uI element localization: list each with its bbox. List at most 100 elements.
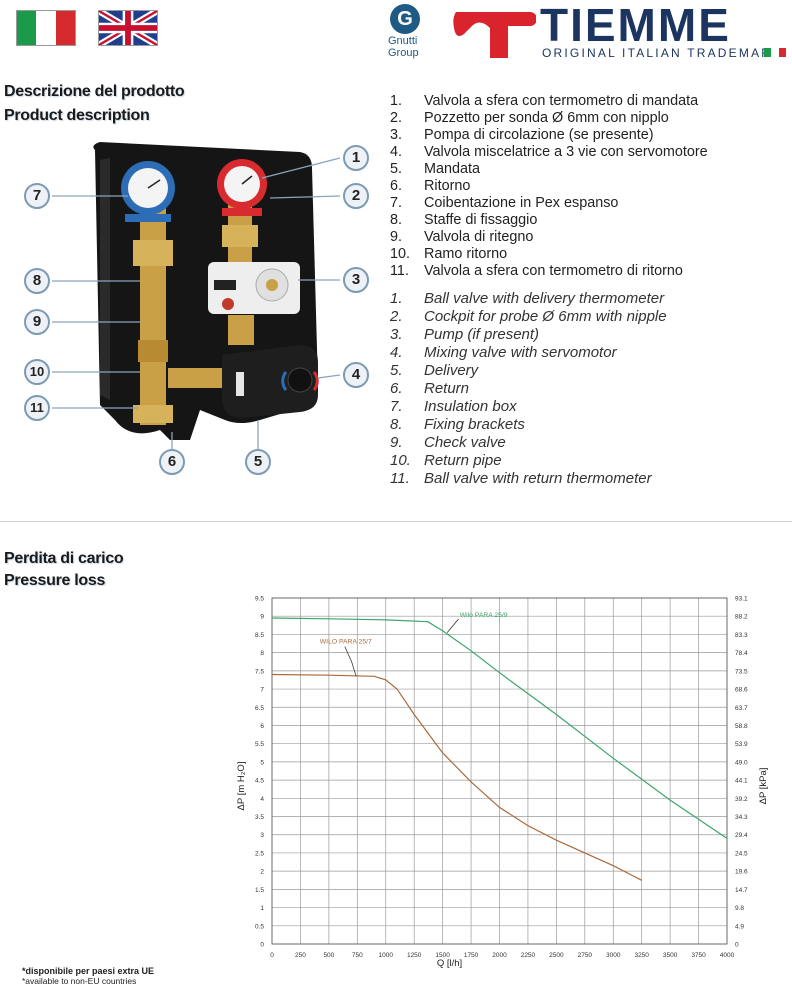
y-tick-label: 8.5 [255, 632, 264, 639]
list-item: 1. Valvola a sfera con termometro di mand… [390, 93, 708, 110]
callout-9: 9 [24, 309, 50, 335]
list-item-number: 6. [390, 380, 403, 397]
list-item-number: 9. [390, 434, 403, 451]
list-item-number: 3. [390, 127, 403, 143]
x-tick-label: 750 [352, 952, 363, 959]
product-list-it: 1. Valvola a sfera con termometro di mand… [390, 93, 708, 280]
series-line-1 [271, 673, 642, 881]
y-tick-label: 5 [260, 759, 264, 766]
y-tick-label-right: 49.0 [735, 759, 748, 766]
list-item: 5.Delivery [390, 362, 667, 380]
list-item-text: Pompa di circolazione (se presente) [424, 127, 654, 143]
x-tick-label: 3250 [634, 952, 649, 959]
list-item-number: 3. [390, 326, 403, 343]
x-tick-label: 0 [270, 952, 274, 959]
list-item-number: 7. [390, 195, 403, 211]
callout-5: 5 [245, 449, 271, 475]
y-tick-label: 4.5 [255, 778, 264, 785]
series-label-leader-1 [344, 646, 357, 677]
list-item-text: Pozzetto per sonda Ø 6mm con nipplo [424, 110, 669, 126]
list-item-text: Return pipe [424, 452, 502, 469]
y-tick-label: 9.5 [255, 596, 264, 603]
series-label-wilo-25-9: Wilo PARA 25/9 [460, 612, 508, 619]
list-item-text: Valvola a sfera con termometro di mandat… [424, 93, 699, 109]
x-tick-label: 2250 [521, 952, 536, 959]
uk-flag-icon[interactable] [98, 10, 158, 46]
y-tick-label: 1.5 [255, 887, 264, 894]
y-tick-label-right: 14.7 [735, 887, 748, 894]
x-tick-label: 2500 [549, 952, 564, 959]
x-axis-label: Q [l/h] [437, 958, 462, 969]
mini-italian-flag-icon [764, 48, 786, 57]
list-item: 6. Return [390, 380, 667, 398]
y-tick-label-right: 88.2 [735, 614, 748, 621]
list-item-number: 8. [390, 212, 403, 228]
list-item: 7.Insulation box [390, 398, 667, 416]
y-tick-label: 9 [260, 614, 264, 621]
list-item-number: 6. [390, 178, 403, 194]
list-item-number: 9. [390, 229, 403, 245]
list-item-number: 1. [390, 93, 403, 109]
list-item-number: 11. [390, 470, 410, 487]
list-item: 10.Ramo ritorno [390, 246, 708, 263]
y-tick-label: 6.5 [255, 705, 264, 712]
list-item-text: Staffe di fissaggio [424, 212, 538, 228]
x-tick-label: 500 [323, 952, 334, 959]
series-line-0 [271, 617, 728, 839]
list-item: 11.Valvola a sfera con termometro di rit… [390, 263, 708, 280]
y-tick-label-right: 9.8 [735, 905, 744, 912]
callout-1: 1 [343, 145, 369, 171]
list-item: 6.Ritorno [390, 178, 708, 195]
italian-flag-icon[interactable] [16, 10, 76, 46]
y-tick-label-right: 68.6 [735, 687, 748, 694]
list-item-number: 11. [390, 263, 409, 279]
y-tick-label: 1 [260, 905, 264, 912]
list-item: 9.Check valve [390, 434, 667, 452]
product-title-en: Product description [4, 107, 150, 124]
list-item: 3. Pompa di circolazione (se presente) [390, 127, 708, 144]
list-item: 11. Ball valve with return thermometer [390, 470, 667, 488]
list-item-number: 4. [390, 344, 403, 361]
list-item-number: 1. [390, 290, 403, 307]
list-item: 3.Pump (if present) [390, 326, 667, 344]
y-tick-label: 2 [260, 869, 264, 876]
list-item-text: Valvola di ritegno [424, 229, 534, 245]
product-title-it: Descrizione del prodotto [4, 83, 185, 100]
series-label-leader-0 [446, 618, 459, 633]
list-item-text: Ball valve with return thermometer [424, 470, 652, 487]
list-item-text: Mixing valve with servomotor [424, 344, 617, 361]
gnutti-g-icon: G [390, 4, 420, 34]
callout-2: 2 [343, 183, 369, 209]
list-item: 10.Return pipe [390, 452, 667, 470]
callout-4: 4 [343, 362, 369, 388]
y-tick-label: 0.5 [255, 923, 264, 930]
callout-10: 10 [24, 359, 50, 385]
y-tick-label-right: 44.1 [735, 778, 748, 785]
pressure-title-it: Perdita di carico [4, 550, 124, 567]
y-tick-label: 3.5 [255, 814, 264, 821]
product-diagram [52, 142, 341, 450]
tiemme-t-icon [453, 12, 536, 58]
list-item-text: Fixing brackets [424, 416, 525, 433]
list-item: 8. Staffe di fissaggio [390, 212, 708, 229]
callout-3: 3 [343, 267, 369, 293]
y-tick-label: 3 [260, 832, 264, 839]
y-tick-label-right: 24.5 [735, 850, 748, 857]
gnutti-text-2: Group [388, 47, 419, 59]
gnutti-group-logo: G Gnutti Group [388, 4, 430, 62]
list-item: 4. Mixing valve with servomotor [390, 344, 667, 362]
y-tick-label: 2.5 [255, 850, 264, 857]
y-tick-label-right: 19.6 [735, 869, 748, 876]
list-item: 5.Mandata [390, 161, 708, 178]
x-tick-label: 1000 [379, 952, 394, 959]
list-item-text: Return [424, 380, 470, 397]
return-pipe [140, 200, 166, 425]
list-item: 1.Ball valve with delivery thermometer [390, 290, 667, 308]
y-tick-label-right: 4.9 [735, 923, 744, 930]
list-item-text: Ramo ritorno [424, 246, 508, 262]
list-item: 4.Valvola miscelatrice a 3 vie con servo… [390, 144, 708, 161]
x-tick-label: 1500 [435, 952, 450, 959]
y-tick-label-right: 34.3 [735, 814, 748, 821]
x-tick-label: 3500 [663, 952, 678, 959]
